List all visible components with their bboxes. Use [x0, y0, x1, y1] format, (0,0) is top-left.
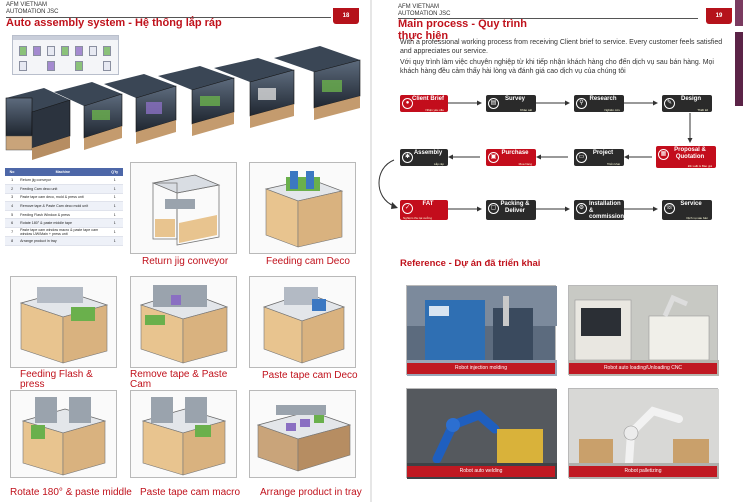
- machine-caption-1: Return jig conveyor: [142, 256, 229, 267]
- step-fat: ✓ FAT Nghiệm thu tại xưởng: [400, 200, 448, 220]
- person-icon: ●: [402, 98, 413, 109]
- right-page: AFM VIETNAM AUTOMATION JSC 19 Main proce…: [372, 0, 743, 502]
- process-flow-arrows: [378, 100, 693, 212]
- company-sub: AUTOMATION JSC: [6, 9, 59, 15]
- step-client-brief: ● Client Brief Nhận yêu cầu: [400, 95, 448, 112]
- machine-image-remove-tape: [130, 276, 237, 368]
- check-icon: ✓: [402, 203, 413, 214]
- step-research: ⚲ Research Nghiên cứu: [574, 95, 624, 112]
- page-title: Main process - Quy trình thực hiện: [398, 18, 527, 42]
- page-title: Auto assembly system - Hệ thống lắp ráp: [6, 17, 222, 29]
- reference-photo-cnc-loading: Robot auto loading/Unloading CNC: [568, 285, 719, 376]
- machine-caption-3: Feeding Flash & press: [20, 369, 93, 390]
- step-survey: ▤ Survey Khảo sát: [486, 95, 536, 112]
- step-packing-deliver: ▢ Packing & Deliver: [486, 200, 536, 220]
- company-sub: AUTOMATION JSC: [398, 11, 451, 17]
- left-page: AFM VIETNAM AUTOMATION JSC 18 Auto assem…: [0, 0, 371, 502]
- header-rule: [398, 18, 698, 19]
- reference-caption-3: Robot auto welding: [407, 466, 555, 477]
- hmi-title-bar: [13, 36, 118, 40]
- reference-title: Reference - Dự án đã triển khai: [400, 258, 541, 269]
- header-rule: [6, 17, 331, 18]
- clipboard-icon: ▤: [488, 98, 499, 109]
- machine-image-paste-tape-deco: [249, 276, 356, 368]
- side-tab: [735, 32, 743, 106]
- step-service: ☏ Service Dịch vụ sau bán: [662, 200, 712, 220]
- machine-caption-6: Rotate 180° & paste middle: [10, 487, 132, 498]
- reference-photo-injection-molding: Robot injection molding: [406, 285, 557, 376]
- machine-caption-4: Remove tape & Paste Cam: [130, 369, 228, 390]
- machine-image-paste-tape-macro: [130, 390, 237, 478]
- step-proposal-quotation: ▦ Proposal & Quotation Đề xuất & Báo giá: [656, 146, 716, 168]
- intro-english: With a professional working process from…: [400, 39, 723, 55]
- step-installation: ⚙ Installation & commissioning: [574, 200, 633, 220]
- pencil-icon: ✎: [664, 98, 675, 109]
- machine-image-feeding-cam-deco: [249, 162, 356, 254]
- page-number: 19: [706, 8, 732, 24]
- page-number: 18: [333, 8, 359, 24]
- document-icon: ▦: [658, 149, 669, 160]
- step-purchase: ▣ Purchase Mua hàng: [486, 149, 536, 166]
- reference-photo-welding: Robot auto welding: [406, 388, 557, 479]
- headset-icon: ☏: [664, 203, 675, 214]
- machine-image-arrange-tray: [249, 390, 356, 478]
- assembly-line-illustration: [5, 46, 361, 160]
- intro-vietnamese: Với quy trình làm việc chuyên nghiệp từ …: [400, 59, 714, 75]
- reference-photo-palletizing: Robot palletizing: [568, 388, 719, 479]
- step-assembly: ✱ Assembly Lắp ráp: [400, 149, 448, 166]
- gear-icon: ⚙: [576, 203, 587, 214]
- wrench-icon: ✱: [402, 152, 413, 163]
- magnifier-icon: ⚲: [576, 98, 587, 109]
- box-icon: ▢: [488, 203, 499, 214]
- machine-image-feeding-flash: [10, 276, 117, 368]
- machine-caption-8: Arrange product in tray: [260, 487, 362, 498]
- side-tab-upper: [735, 0, 743, 26]
- table-header-row: No Machine Q'ty: [5, 168, 123, 176]
- page-gutter: [370, 0, 372, 502]
- machine-caption-5: Paste tape cam Deco: [262, 370, 358, 381]
- folder-icon: ▭: [576, 152, 587, 163]
- machine-image-return-jig: [130, 162, 237, 254]
- machine-caption-7: Paste tape cam macro: [140, 487, 241, 498]
- company-name: AFM VIETNAM: [398, 4, 440, 10]
- hmi-screen-thumbnail: [12, 35, 119, 75]
- step-design: ✎ Design Thiết kế: [662, 95, 712, 112]
- step-project: ▭ Project Triển khai: [574, 149, 624, 166]
- machine-caption-2: Feeding cam Deco: [266, 256, 350, 267]
- machine-image-rotate-180: [10, 390, 117, 478]
- reference-caption-4: Robot palletizing: [569, 466, 717, 477]
- reference-caption-2: Robot auto loading/Unloading CNC: [569, 363, 717, 374]
- reference-caption-1: Robot injection molding: [407, 363, 555, 374]
- cart-icon: ▣: [488, 152, 499, 163]
- company-name: AFM VIETNAM: [6, 2, 48, 8]
